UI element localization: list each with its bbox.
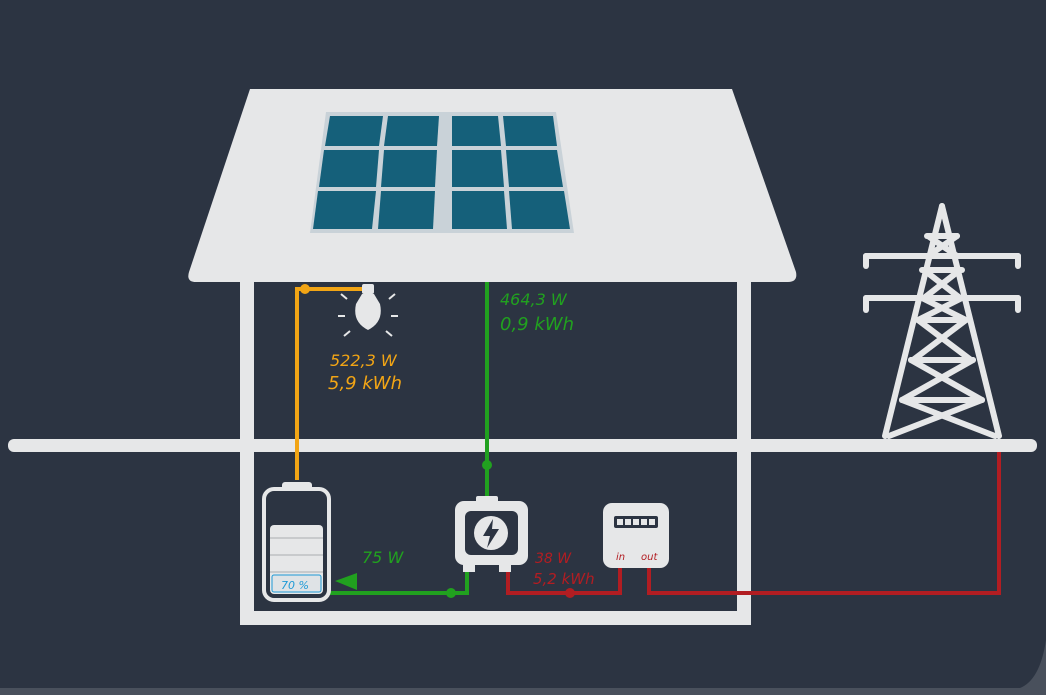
meter-in-label: in <box>616 552 625 563</box>
battery-icon <box>262 482 331 602</box>
solar-power-label: 464,3 W <box>500 290 568 309</box>
bottom-border <box>0 640 1046 695</box>
solar-panel-icon <box>310 112 574 233</box>
ground-line <box>8 439 1037 452</box>
battery-flow-arrow <box>335 573 357 590</box>
house-right-wall <box>737 280 751 625</box>
grid-power-label: 38 W <box>535 551 572 567</box>
meter-icon <box>603 503 669 568</box>
consumption-energy-label: 5,9 kWh <box>328 373 402 394</box>
consumption-power-label: 522,3 W <box>330 351 398 370</box>
solar-flow-line <box>330 282 492 598</box>
power-tower-icon <box>863 203 1021 439</box>
house-left-wall <box>240 280 254 625</box>
light-bulb-icon <box>338 271 398 337</box>
consumption-flow-line <box>295 284 364 480</box>
grid-flow-line <box>506 452 1001 598</box>
solar-energy-label: 0,9 kWh <box>500 314 574 335</box>
grid-energy-label: 5,2 kWh <box>533 570 595 588</box>
meter-out-label: out <box>641 552 658 563</box>
battery-charge-label: 70 % <box>281 579 309 592</box>
battery-power-label: 75 W <box>362 548 404 567</box>
house-floor <box>240 611 751 625</box>
inverter-icon <box>455 496 528 572</box>
